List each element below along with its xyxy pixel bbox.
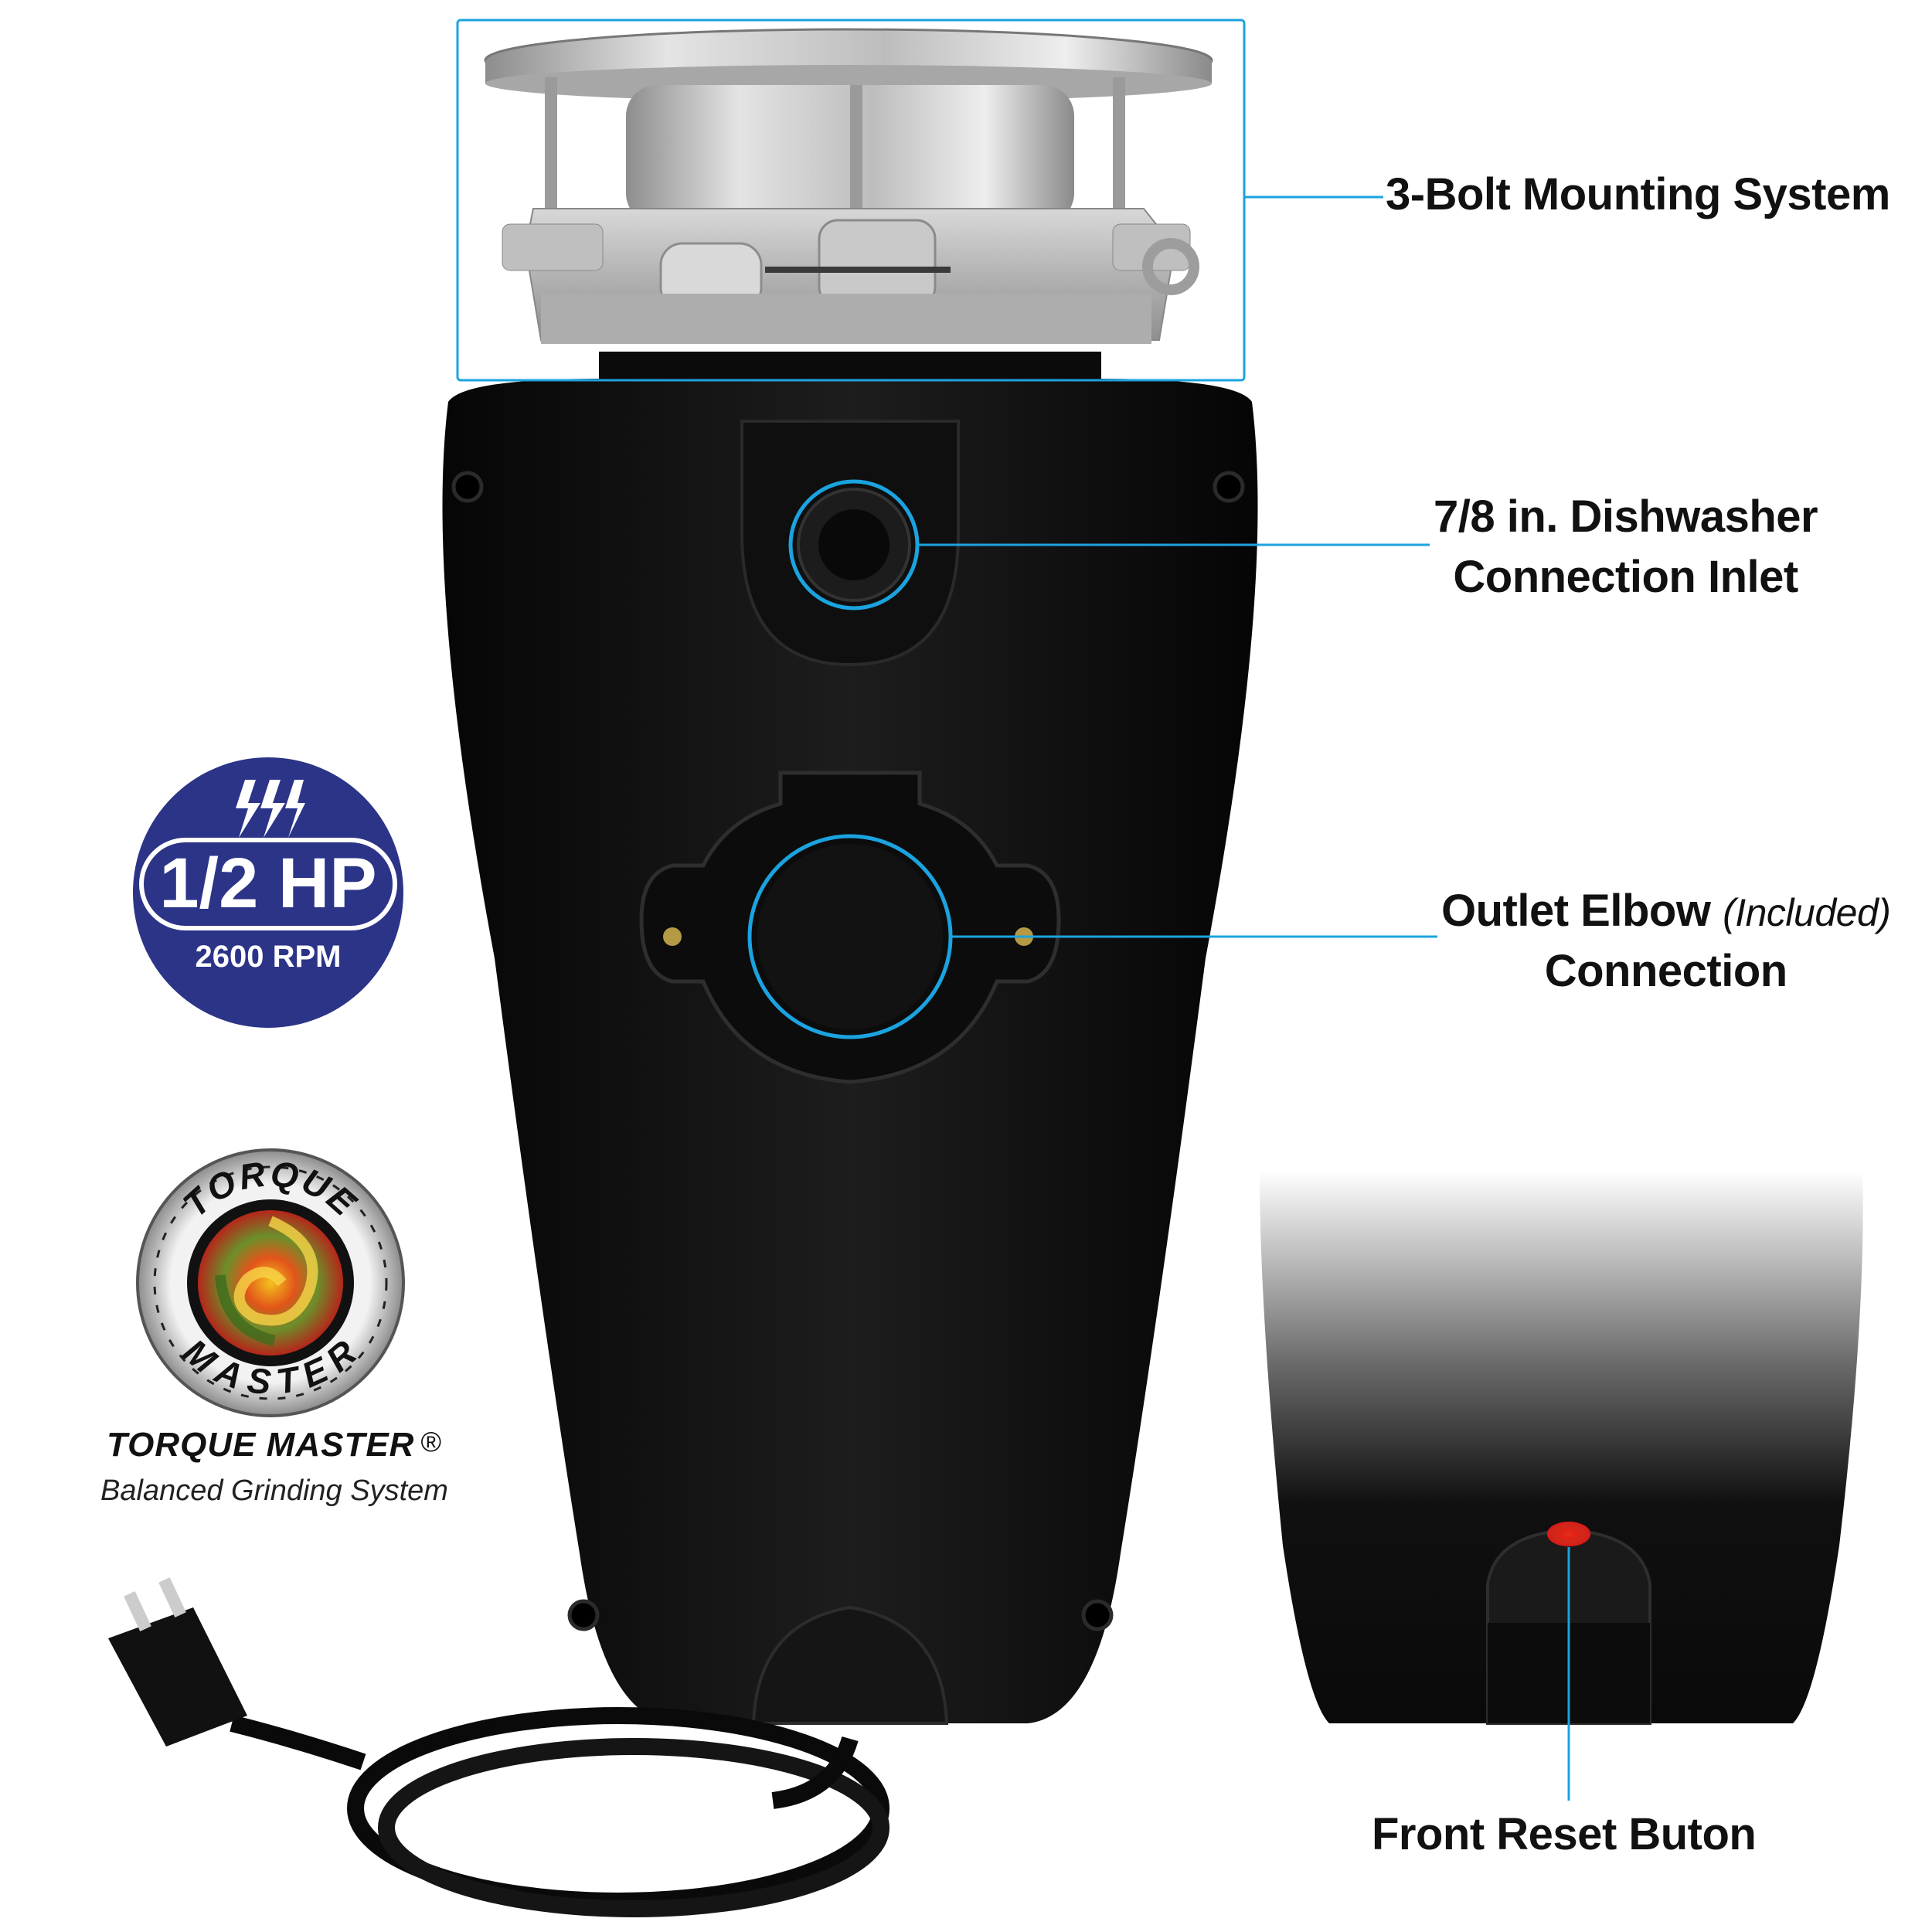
power-cord: [230, 1707, 889, 1917]
horsepower-badge: 1/2 HP 2600 RPM: [133, 757, 403, 1028]
front-reset-text: Front Reset Buton: [1372, 1809, 1757, 1859]
reset-inset: [1260, 1171, 1863, 1725]
lightning-icon: [236, 780, 305, 838]
outlet-line1-row: Outlet Elbow (Included): [1441, 881, 1891, 941]
outlet-included-note: (Included): [1723, 891, 1891, 934]
mounting-assembly: [484, 28, 1213, 383]
outlet-line2: Connection: [1544, 946, 1787, 997]
rpm-value: 2600 RPM: [195, 940, 342, 974]
horsepower-value: 1/2 HP: [139, 838, 397, 930]
brand-name: TORQUE MASTER®: [54, 1426, 495, 1464]
reset-button-icon: [1547, 1522, 1590, 1546]
label-mounting-system: 3-Bolt Mounting System: [1386, 165, 1890, 225]
mounting-system-text: 3-Bolt Mounting System: [1386, 169, 1890, 219]
brand-tagline: Balanced Grinding System: [100, 1475, 448, 1507]
dishwasher-line2: Connection Inlet: [1453, 552, 1798, 603]
callout-lines: [456, 19, 1570, 1801]
dishwasher-line1: 7/8 in. Dishwasher: [1434, 492, 1818, 542]
torque-master-logo: TORQUE MASTER: [136, 1148, 405, 1417]
brand-name-text: TORQUE MASTER: [107, 1426, 415, 1464]
power-plug-icon: [108, 1577, 247, 1747]
mounting-highlight-box: [456, 19, 1246, 382]
label-front-reset: Front Reset Buton: [1372, 1804, 1757, 1865]
label-dishwasher-inlet: 7/8 in. Dishwasher Connection Inlet: [1434, 487, 1818, 608]
label-outlet-elbow: Outlet Elbow (Included) Connection: [1441, 881, 1891, 1002]
registered-mark: ®: [420, 1426, 442, 1458]
disposer-body: [442, 379, 1258, 1725]
outlet-line1: Outlet Elbow: [1441, 886, 1711, 936]
